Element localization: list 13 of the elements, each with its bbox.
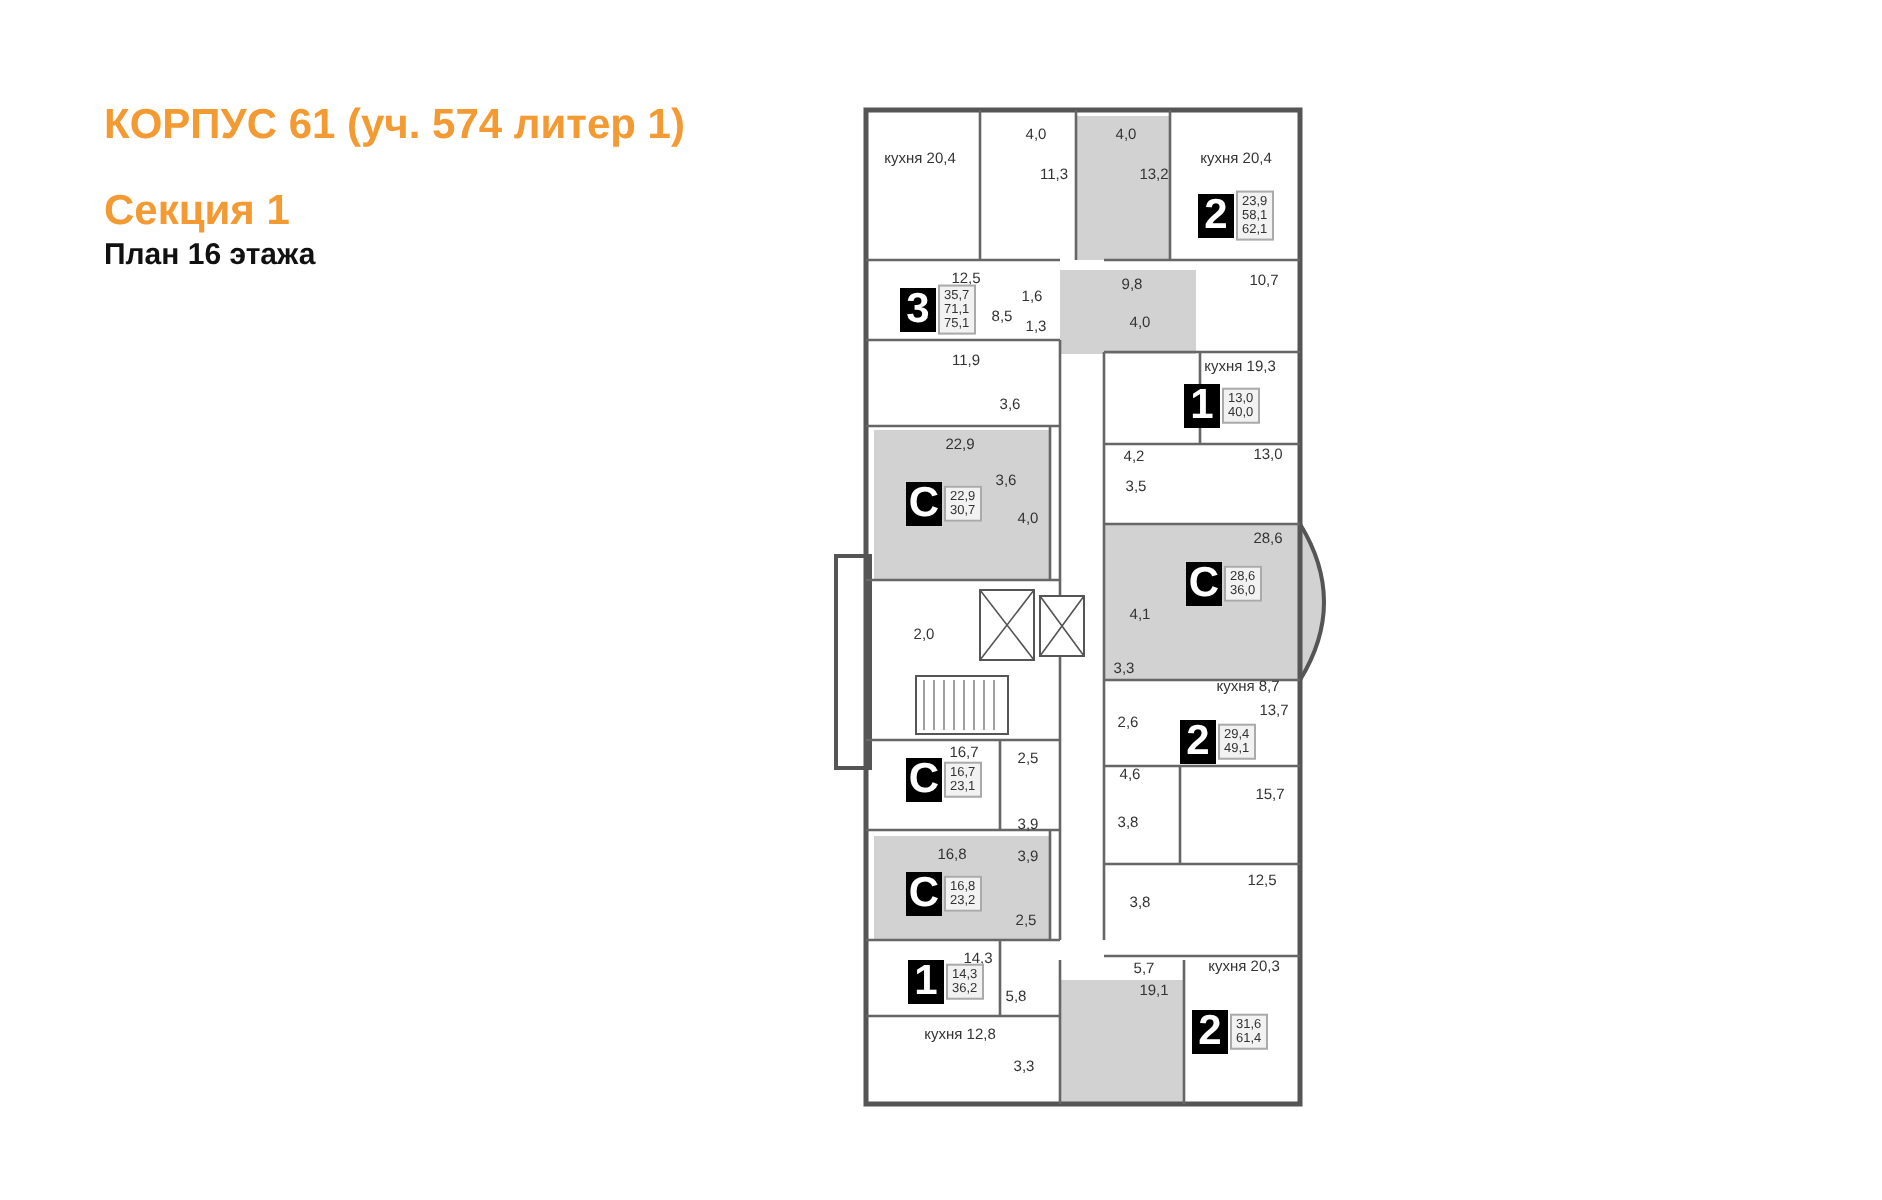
apartment-type-badge: 1 [908, 960, 944, 1004]
section-heading: Секция 1 [104, 190, 290, 232]
apartment-type-badge: 3 [900, 288, 936, 332]
apartment-type-badge: С [1186, 562, 1222, 606]
floor-subheading: План 16 этажа [104, 240, 316, 270]
apartment-type-badge: С [906, 872, 942, 916]
apartment-type-badge: С [906, 758, 942, 802]
apartment-type-badge: С [906, 482, 942, 526]
apartment-type-badge: 1 [1184, 384, 1220, 428]
apartment-type-badge: 2 [1198, 194, 1234, 238]
apartment-type-badge: 2 [1180, 720, 1216, 764]
apartment-type-badge: 2 [1192, 1010, 1228, 1054]
building-title: КОРПУС 61 (уч. 574 литер 1) [104, 104, 685, 146]
